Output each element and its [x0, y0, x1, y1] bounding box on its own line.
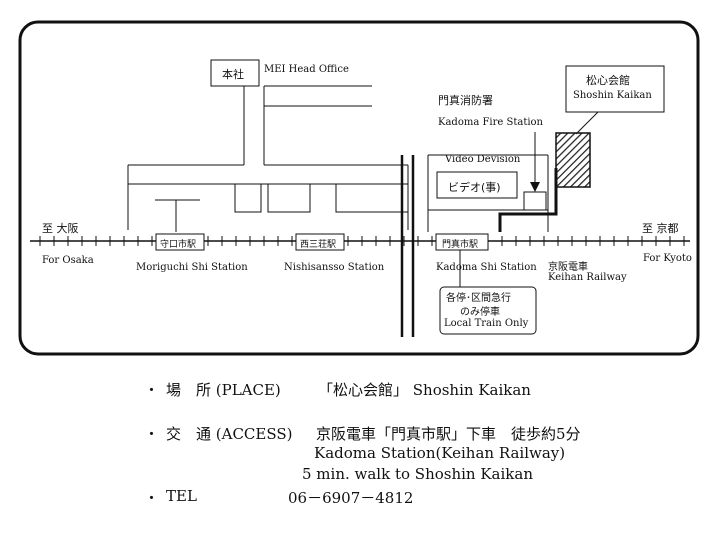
- railway-label-en: Keihan Railway: [548, 272, 627, 283]
- station1-label-en: Moriguchi Shi Station: [136, 262, 248, 273]
- venue-callout-line: [575, 111, 599, 135]
- fire-station-label-en: Kadoma Fire Station: [438, 117, 543, 128]
- place-bullet: ・: [144, 381, 160, 399]
- station3-label-jp: 門真市駅: [442, 240, 479, 250]
- video-division-label-jp: ビデオ(事): [448, 181, 501, 194]
- place-value: 「松心会館」 Shoshin Kaikan: [318, 381, 531, 399]
- local-train-label-jp-1: 各停･区間急行: [446, 293, 511, 304]
- fire-station-label-jp: 門真消防署: [438, 94, 493, 107]
- head-office-label-jp: 本社: [222, 68, 244, 81]
- access-label: 交 通 (ACCESS): [166, 425, 293, 443]
- station-box-2: [295, 233, 345, 251]
- video-division-box: [436, 171, 518, 199]
- map-frame: [18, 20, 700, 356]
- walking-route: [498, 168, 558, 232]
- access-line2: Kadoma Station(Keihan Railway): [314, 444, 566, 462]
- local-train-callout: [439, 286, 537, 335]
- tel-value: 06－6907－4812: [288, 489, 414, 507]
- local-train-label-jp-2: のみ停車: [460, 307, 500, 318]
- station1-label-jp: 守口市駅: [160, 240, 197, 250]
- to-osaka-label-jp: 至 大阪: [42, 222, 79, 235]
- station2-label-jp: 西三荘駅: [300, 240, 337, 250]
- tel-bullet: ・: [144, 489, 160, 507]
- head-office-label-en: MEI Head Office: [264, 64, 349, 75]
- station-box-1: [155, 233, 205, 251]
- venue-callout-box: [565, 65, 665, 113]
- to-osaka-label-en: For Osaka: [42, 255, 94, 266]
- place-label: 場 所 (PLACE): [166, 381, 281, 399]
- factory-block: [267, 183, 311, 213]
- venue-label-jp: 松心会館: [586, 74, 630, 87]
- railway-label-jp: 京阪電車: [548, 262, 588, 273]
- access-line3: 5 min. walk to Shoshin Kaikan: [302, 465, 533, 483]
- railway-ties: [39, 236, 685, 246]
- to-kyoto-label-jp: 至 京都: [642, 222, 679, 235]
- venue-building: [555, 132, 591, 188]
- tel-label: TEL: [166, 487, 197, 505]
- station3-label-en: Kadoma Shi Station: [436, 262, 537, 273]
- to-kyoto-label-en: For Kyoto: [643, 253, 692, 264]
- station2-label-en: Nishisansso Station: [284, 262, 385, 273]
- local-train-label-en: Local Train Only: [444, 318, 529, 329]
- access-line1: 京阪電車「門真市駅」下車 徒歩約5分: [316, 425, 581, 443]
- factory-block: [234, 183, 262, 213]
- venue-label-en: Shoshin Kaikan: [573, 90, 652, 101]
- video-division-label-en: Video Devision: [445, 154, 521, 165]
- arrow-head: [530, 182, 540, 192]
- access-bullet: ・: [144, 425, 160, 443]
- station-box-3: [435, 233, 489, 251]
- fire-station-box: [523, 191, 547, 211]
- head-office-box: [210, 59, 260, 87]
- factory-block: [335, 183, 409, 213]
